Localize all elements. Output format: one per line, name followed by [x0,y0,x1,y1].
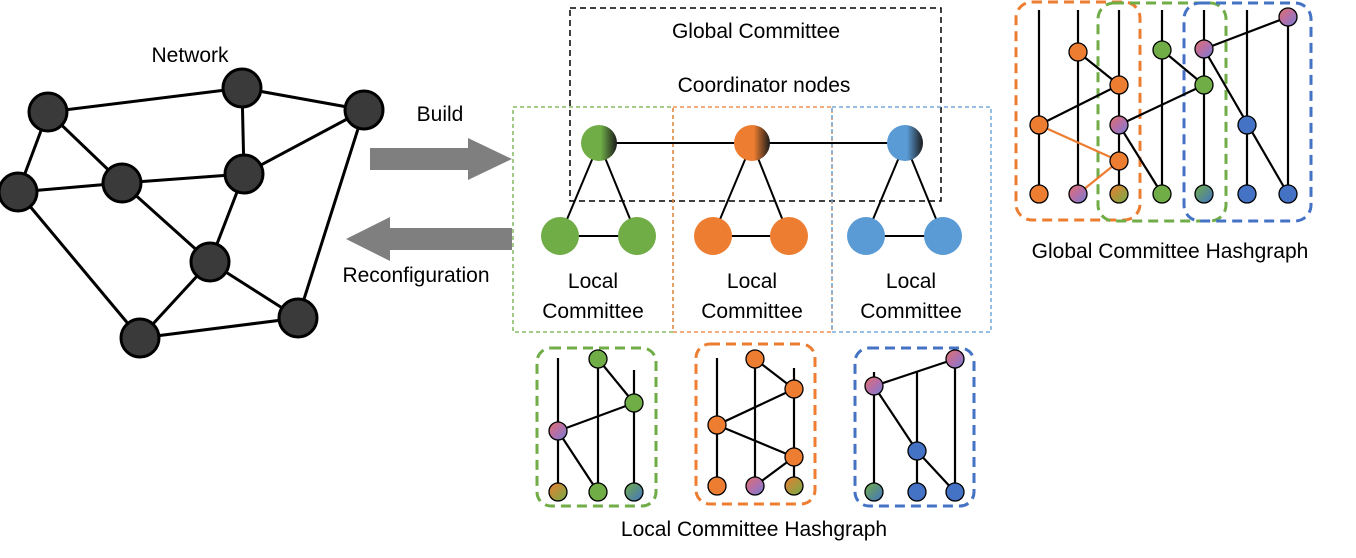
hashgraph-frame-blue [1182,1,1313,223]
hashgraph-event [1109,75,1129,95]
hashgraph-event [624,393,644,413]
hashgraph-event [1278,7,1298,27]
hashgraph-event [1194,75,1214,95]
local-hashgraph-green [535,346,658,508]
local-committee-box-blue [831,106,992,333]
coordinator-node-green [581,125,617,161]
hashgraph-event [548,482,568,502]
hashgraph-event [1278,184,1298,204]
coordinator-node-orange [734,125,770,161]
hashgraph-event [1237,115,1257,135]
hashgraph-event [907,482,927,502]
local-committee-label-line2: Committee [701,300,803,323]
hashgraph-event [588,349,608,369]
network-node [101,162,143,204]
network-node [0,171,39,213]
hashgraph-event [1152,184,1172,204]
local-committee-label-line1: Local [886,270,936,293]
local-committee-box-green [512,106,674,333]
hashgraph-event [784,379,804,399]
hashgraph-event [1109,115,1129,135]
network-node [223,153,265,195]
hashgraph-event [945,349,965,369]
local-committee-box-orange [672,106,833,333]
local-hashgraph-label: Local Committee Hashgraph [621,518,887,541]
hashgraph-event [1029,115,1049,135]
local-hashgraph-orange [694,342,817,506]
global-hashgraph [1014,0,1313,223]
hashgraph-event [1029,184,1049,204]
hashgraph-event [745,476,765,496]
network-node [189,241,231,283]
local-committee-label-line1: Local [727,270,777,293]
hashgraph-event [1109,151,1129,171]
build-arrow [370,138,512,180]
network-node [221,67,263,109]
committee-member-node [924,217,962,255]
build-label: Build [417,103,464,126]
global-hashgraph-label: Global Committee Hashgraph [1032,240,1309,263]
hashgraph-event [1068,42,1088,62]
reconfiguration-arrow [346,217,512,261]
hashgraph-event [624,482,644,502]
network-node [343,89,385,131]
committee-member-node [694,217,732,255]
hashgraph-event [707,415,727,435]
hashgraph-event [1194,39,1214,59]
hashgraph-frame-green [1096,1,1228,223]
committee-member-node [770,217,808,255]
hashgraph-frame [853,346,976,508]
reconfiguration-label: Reconfiguration [342,264,489,287]
hashgraph-event [864,376,884,396]
committee-member-node [618,217,656,255]
network-label: Network [151,44,229,67]
network-node [277,297,319,339]
coordinator-node-blue [887,125,923,161]
local-committee-label-line2: Committee [860,300,962,323]
hashgraph-event [907,441,927,461]
hashgraph-frame [694,342,817,506]
hashgraph-event [1152,40,1172,60]
hashgraph-event [707,476,727,496]
local-committee-label-line2: Committee [542,300,644,323]
hashgraph-frame [535,346,658,508]
hashgraph-frame-orange [1014,0,1142,222]
network-node [119,317,161,359]
coordinator-nodes-label: Coordinator nodes [678,74,851,97]
committee-member-node [847,217,885,255]
hashgraph-event [1109,184,1129,204]
hashgraph-event [945,482,965,502]
local-committee-label-line1: Local [568,270,618,293]
local-hashgraph-blue [853,346,976,508]
global-committee-box [569,7,942,202]
global-committee-label: Global Committee [672,20,840,43]
hashgraph-event [745,349,765,369]
hashgraph-event [548,421,568,441]
network-graph [0,67,385,359]
hashgraph-event [588,482,608,502]
network-node [27,91,69,133]
network-edges [16,86,366,340]
hashgraph-event [1237,184,1257,204]
hashgraph-event [864,482,884,502]
hashgraph-event [1068,184,1088,204]
hashgraph-event [1194,184,1214,204]
hashgraph-event [784,447,804,467]
committee-member-node [541,217,579,255]
hashgraph-event [784,476,804,496]
